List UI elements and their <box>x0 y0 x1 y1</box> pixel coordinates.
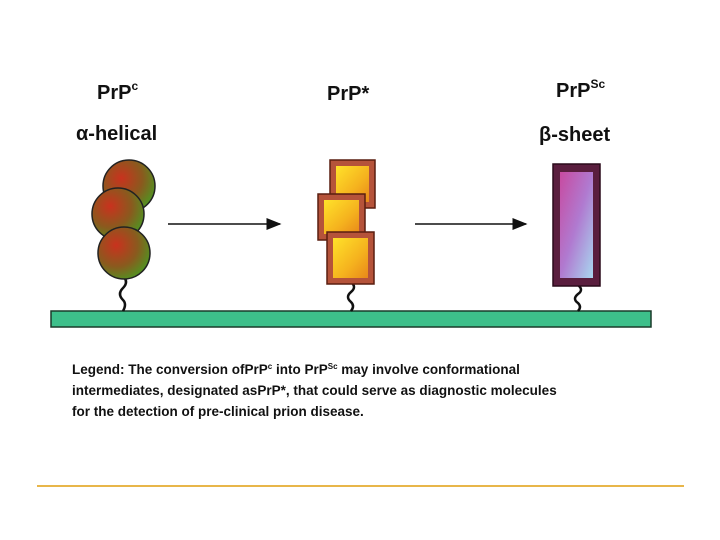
gpi-anchor-helical <box>118 275 128 312</box>
intermediate-protein <box>317 159 376 285</box>
membrane-bar <box>50 310 652 328</box>
gpi-anchor-sheet <box>573 284 583 312</box>
gpi-anchor-intermediate <box>346 281 356 312</box>
legend-line-2: intermediates, designated asPrP*, that c… <box>72 383 557 398</box>
sheet-fill <box>560 172 593 278</box>
intermediate-box-fill <box>333 238 368 278</box>
stage-conformation-alpha: α-helical <box>76 123 158 145</box>
beta-sheet-protein <box>552 163 601 287</box>
stage-label-prp-star: PrP* <box>327 83 370 105</box>
stage-label-prpc: PrPc <box>97 79 139 104</box>
legend-caption: Legend: The conversion ofPrPc into PrPSc… <box>72 356 692 422</box>
accent-divider <box>37 485 684 487</box>
stage-label-prpsc: PrPSc <box>556 77 606 102</box>
alpha-helical-protein <box>91 159 156 280</box>
helix-globule <box>97 226 151 280</box>
legend-line-1: Legend: The conversion ofPrPc into PrPSc… <box>72 362 520 377</box>
intermediate-box-fill <box>324 200 359 234</box>
legend-line-3: for the detection of pre-clinical prion … <box>72 404 364 419</box>
stage-conformation-beta: β-sheet <box>539 124 611 146</box>
